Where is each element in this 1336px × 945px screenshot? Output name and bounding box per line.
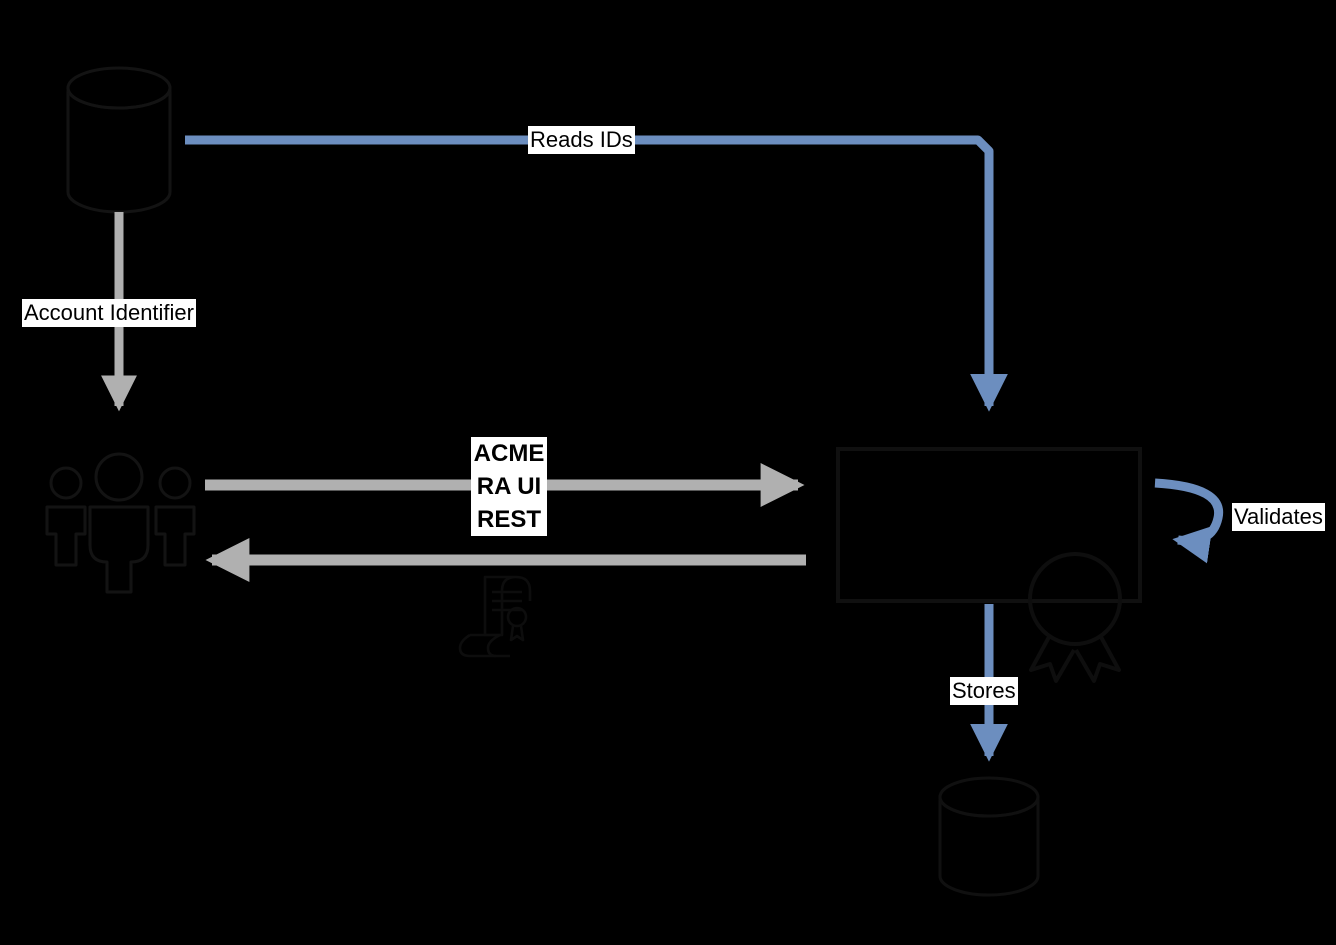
users-group-icon <box>45 452 196 594</box>
edge-label-acme-ra-ui-rest: ACME RA UI REST <box>471 437 547 536</box>
target-database-icon <box>938 776 1040 897</box>
edge-label-reads-ids: Reads IDs <box>528 126 635 154</box>
edge-label-validates: Validates <box>1232 503 1325 531</box>
edge-label-acme-ra-ui-rest-line-3: REST <box>476 506 541 533</box>
edge-label-acme-ra-ui-rest-line-2: RA UI <box>476 473 542 500</box>
edge-label-acme-ra-ui-rest-line-1: ACME <box>473 440 545 467</box>
edge-label-stores: Stores <box>950 677 1018 705</box>
edge-reads-ids <box>185 135 1008 412</box>
edge-validates <box>1154 478 1224 564</box>
acme-ra-server-box <box>836 447 1142 603</box>
edge-label-account-identifier: Account Identifier <box>22 299 196 327</box>
issued-certificate-icon <box>458 575 532 658</box>
source-database-icon <box>66 66 172 214</box>
certificate-badge-icon <box>1028 552 1122 683</box>
